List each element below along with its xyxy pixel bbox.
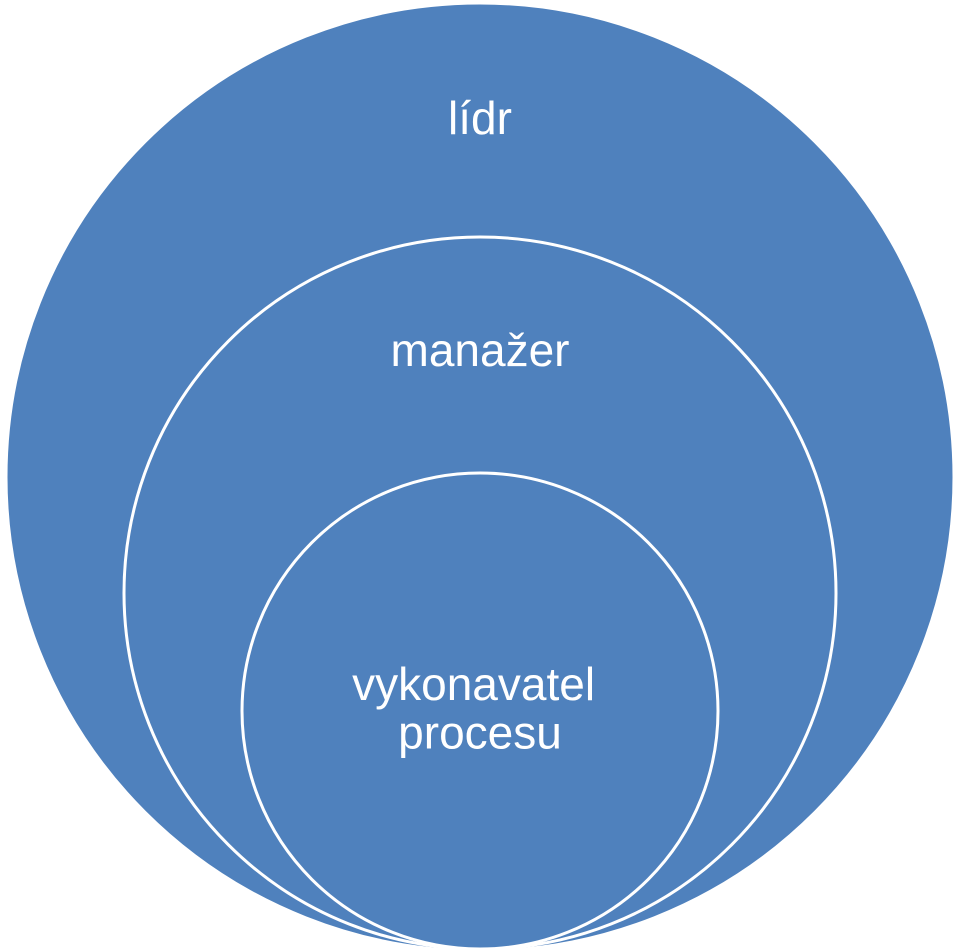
circle-process-executor-label-line-1: vykonavatel [352,658,595,710]
circle-process-executor: vykonavatel procesu [240,471,720,950]
circle-process-executor-label-line-2: procesu [398,706,562,758]
circle-leader-label-line: lídr [448,92,512,144]
circle-process-executor-shape [240,471,720,950]
circle-manager-label-line: manažer [391,324,570,376]
circle-leader-label: lídr [448,92,512,144]
circle-manager-label: manažer [391,324,570,376]
circle-process-executor-label: vykonavatel procesu [352,658,608,758]
